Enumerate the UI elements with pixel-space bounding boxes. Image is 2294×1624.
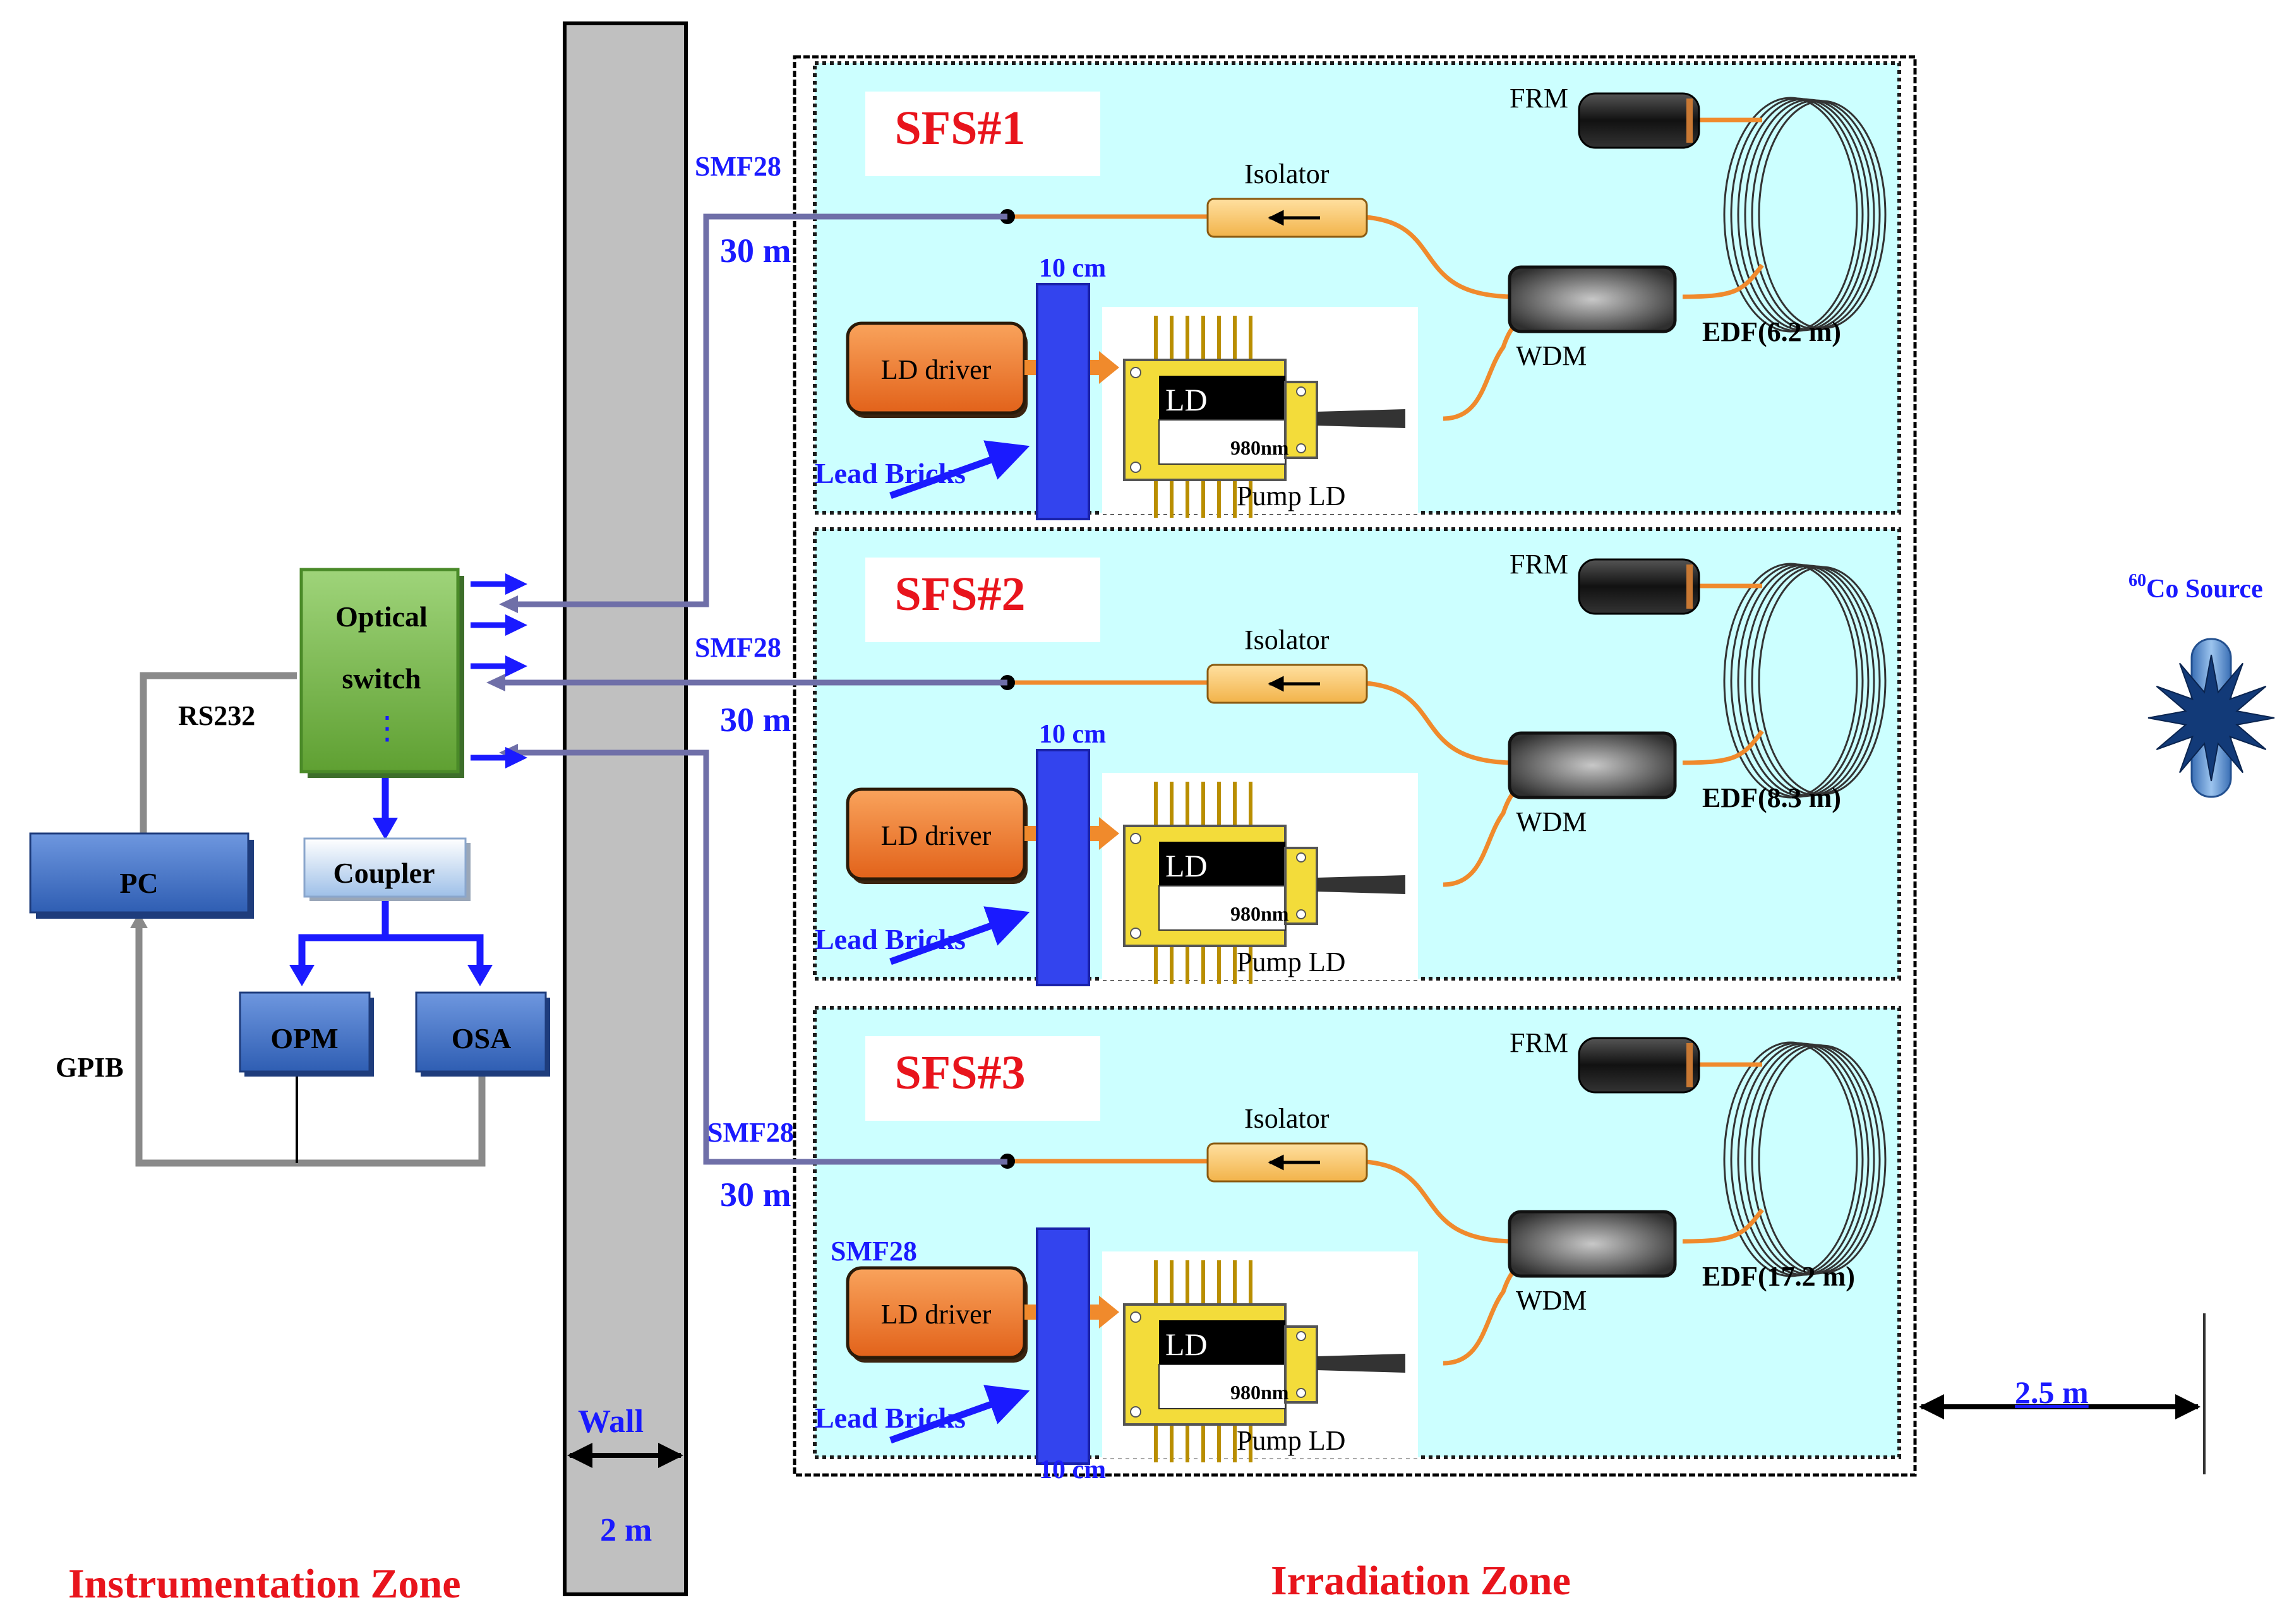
ld-driver-label-3: LD driver [881, 1299, 992, 1330]
smf28-label-3: SMF28 [707, 1117, 794, 1148]
wdm-label-3: WDM [1516, 1285, 1587, 1316]
sfs-title-1: SFS#1 [895, 102, 1026, 155]
sfs-title-3: SFS#3 [895, 1046, 1026, 1099]
co-source-label: 60Co Source [2129, 571, 2263, 604]
sfs-title-2: SFS#2 [895, 568, 1026, 621]
wall [563, 21, 688, 1596]
smf28-label-2: SMF28 [695, 632, 781, 663]
opm [239, 991, 371, 1073]
rs232-label: RS232 [178, 700, 255, 731]
optical-switch-dots: ⋮ [371, 710, 403, 746]
ld-chip-label-1: LD [1165, 382, 1208, 417]
ld-chip-label-3: LD [1165, 1327, 1208, 1362]
coupler-label: Coupler [333, 857, 435, 889]
smf28-label-1: SMF28 [695, 151, 781, 182]
lead-thickness-label-2: 10 cm [1039, 720, 1106, 749]
edf-label-2: EDF(8.3 m) [1702, 782, 1841, 813]
co60-source [2147, 638, 2275, 798]
lead-bricks-label-2: Lead Bricks [815, 923, 966, 955]
optical-switch-label-1: Optical [335, 600, 428, 633]
wall-thickness-label: 2 m [600, 1512, 652, 1548]
irradiation-zone-border [793, 55, 1917, 1477]
ld-chip-wavelength-1: 980nm [1230, 436, 1289, 459]
wdm-label-1: WDM [1516, 340, 1587, 371]
isolator-label-2: Isolator [1244, 624, 1330, 655]
edf-label-3: EDF(17.2 m) [1702, 1261, 1855, 1292]
source-distance-label: 2.5 m [2015, 1375, 2089, 1410]
pump-ld-label-2: Pump LD [1237, 946, 1345, 977]
opm-label: OPM [270, 1022, 338, 1054]
smf28-label-inner-3: SMF28 [831, 1236, 917, 1267]
irradiation-zone-label: Irradiation Zone [1271, 1558, 1571, 1604]
gpib-label: GPIB [56, 1052, 124, 1083]
ld-driver-label-1: LD driver [881, 354, 992, 385]
frm-label-3: FRM [1510, 1027, 1568, 1058]
pc [29, 832, 249, 914]
ld-chip-wavelength-2: 980nm [1230, 902, 1289, 925]
instrumentation-zone-label: Instrumentation Zone [68, 1561, 461, 1607]
frm-label-1: FRM [1510, 83, 1568, 114]
wall-label: Wall [578, 1404, 644, 1440]
lead-bricks-label-1: Lead Bricks [815, 457, 966, 489]
fiber-length-label-3: 30 m [720, 1176, 791, 1214]
isolator-label-1: Isolator [1244, 158, 1330, 189]
lead-bricks-label-3: Lead Bricks [815, 1402, 966, 1434]
ld-driver-label-2: LD driver [881, 820, 992, 851]
pump-ld-label-3: Pump LD [1237, 1425, 1345, 1456]
pump-ld-label-1: Pump LD [1237, 481, 1345, 511]
smf28-links [505, 213, 1007, 1165]
control-links [135, 672, 486, 1167]
ld-chip-label-2: LD [1165, 848, 1208, 883]
coupler [303, 837, 467, 898]
isolator-label-3: Isolator [1244, 1103, 1330, 1134]
optical-switch [299, 568, 460, 773]
edf-label-1: EDF(6.2 m) [1702, 316, 1841, 347]
fiber-length-label-1: 30 m [720, 232, 791, 270]
lead-thickness-label-3: 10 cm [1039, 1455, 1106, 1484]
osa-label: OSA [452, 1022, 512, 1054]
frm-label-2: FRM [1510, 549, 1568, 580]
fiber-length-label-2: 30 m [720, 701, 791, 739]
switch-outputs [471, 581, 512, 761]
osa [415, 991, 547, 1073]
pc-label: PC [119, 867, 158, 899]
ld-chip-wavelength-3: 980nm [1230, 1381, 1289, 1404]
wdm-label-2: WDM [1516, 806, 1587, 837]
optical-switch-label-2: switch [342, 662, 421, 695]
lead-thickness-label-1: 10 cm [1039, 254, 1106, 283]
